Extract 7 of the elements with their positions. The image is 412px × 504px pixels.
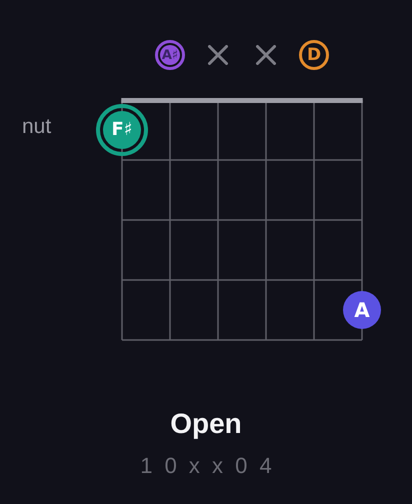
chord-title: Open [170, 410, 242, 438]
note-marker: D [299, 40, 329, 70]
note-marker: A [343, 291, 381, 329]
nut-label: nut [22, 116, 52, 137]
note-marker: A♯ [155, 40, 185, 70]
note-marker: F♯ [96, 104, 148, 156]
fingering-caption: 1 0 x x 0 4 [139, 455, 275, 477]
